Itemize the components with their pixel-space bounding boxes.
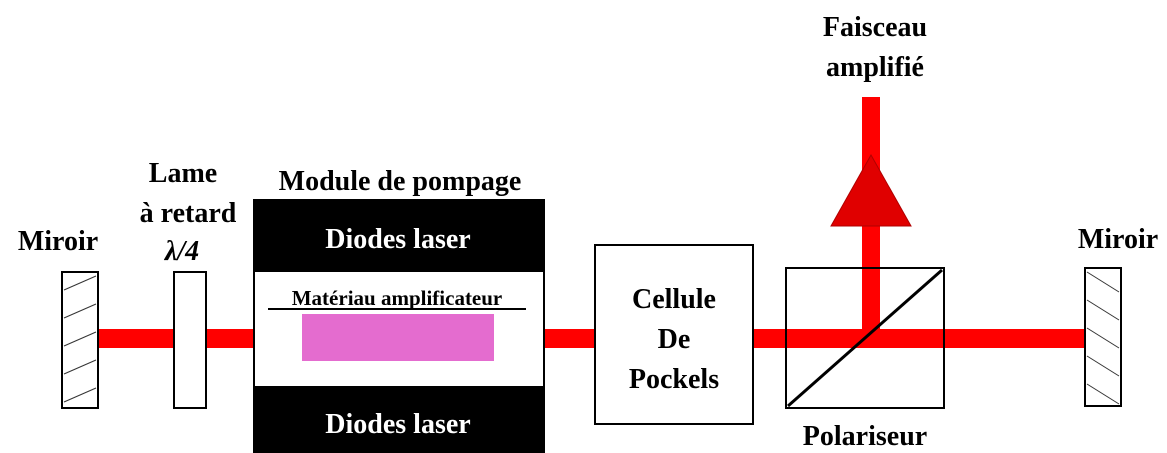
pockels-label-line3: Pockels	[629, 364, 719, 395]
mirror-right-label: Miroir	[1078, 224, 1158, 255]
polarizer-label: Polariseur	[803, 421, 927, 452]
pockels-label-line1: Cellule	[632, 284, 716, 315]
waveplate	[173, 271, 207, 409]
diode-block-bottom	[254, 386, 544, 453]
gain-medium	[302, 314, 494, 361]
polarizer-diagonal	[787, 268, 943, 408]
waveplate-label-line1: Lame	[149, 158, 217, 189]
pockels-cell	[594, 244, 754, 425]
diode-block-top	[254, 200, 544, 272]
pump-module-title: Module de pompage	[279, 166, 522, 197]
laser-beam-horizontal	[98, 329, 1088, 348]
output-beam-label-line1: Faisceau	[823, 12, 927, 43]
waveplate-label-line2: à retard	[140, 198, 237, 229]
gain-material-label: Matériau amplificateur	[292, 286, 503, 310]
pump-module	[253, 199, 545, 453]
mirror-left-label: Miroir	[18, 226, 98, 257]
output-beam-label-line2: amplifié	[826, 52, 924, 83]
mirror-left	[61, 271, 99, 409]
diodes-top-label: Diodes laser	[325, 224, 470, 255]
polarizer-cube	[785, 267, 945, 409]
waveplate-label-line3: λ/4	[164, 236, 199, 267]
diodes-bottom-label: Diodes laser	[325, 409, 470, 440]
pockels-label-line2: De	[658, 324, 691, 355]
output-arrow-icon	[830, 153, 912, 227]
mirror-right	[1084, 267, 1122, 407]
